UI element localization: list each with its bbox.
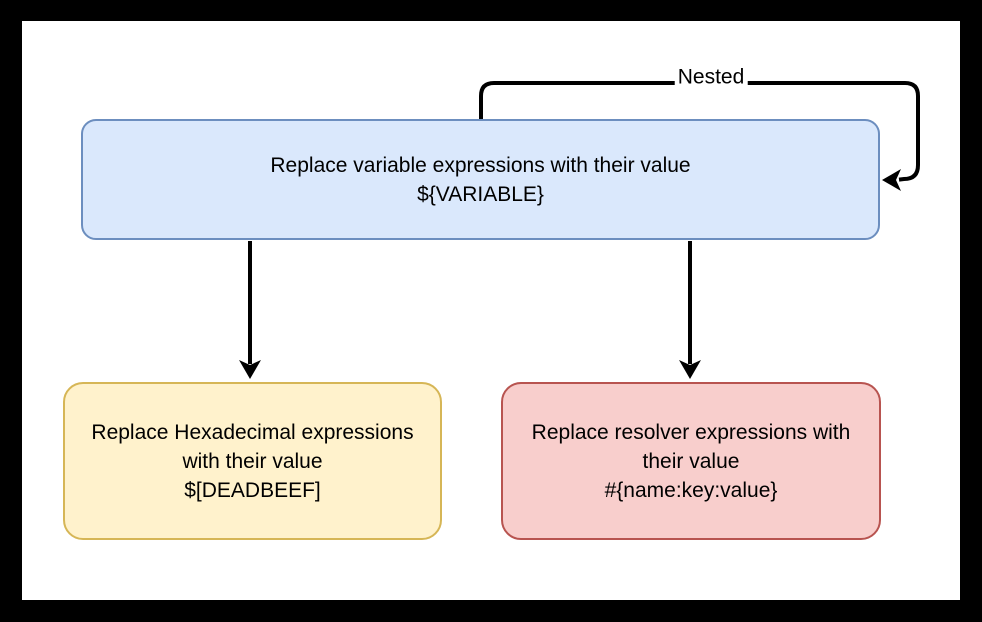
node-variable-expressions: Replace variable expressions with their … <box>81 119 880 240</box>
node-hexadecimal-expressions: Replace Hexadecimal expressions with the… <box>63 382 442 540</box>
node-resolver-expressions: Replace resolver expressions with their … <box>501 382 881 540</box>
nested-loop-label: Nested <box>674 65 748 89</box>
